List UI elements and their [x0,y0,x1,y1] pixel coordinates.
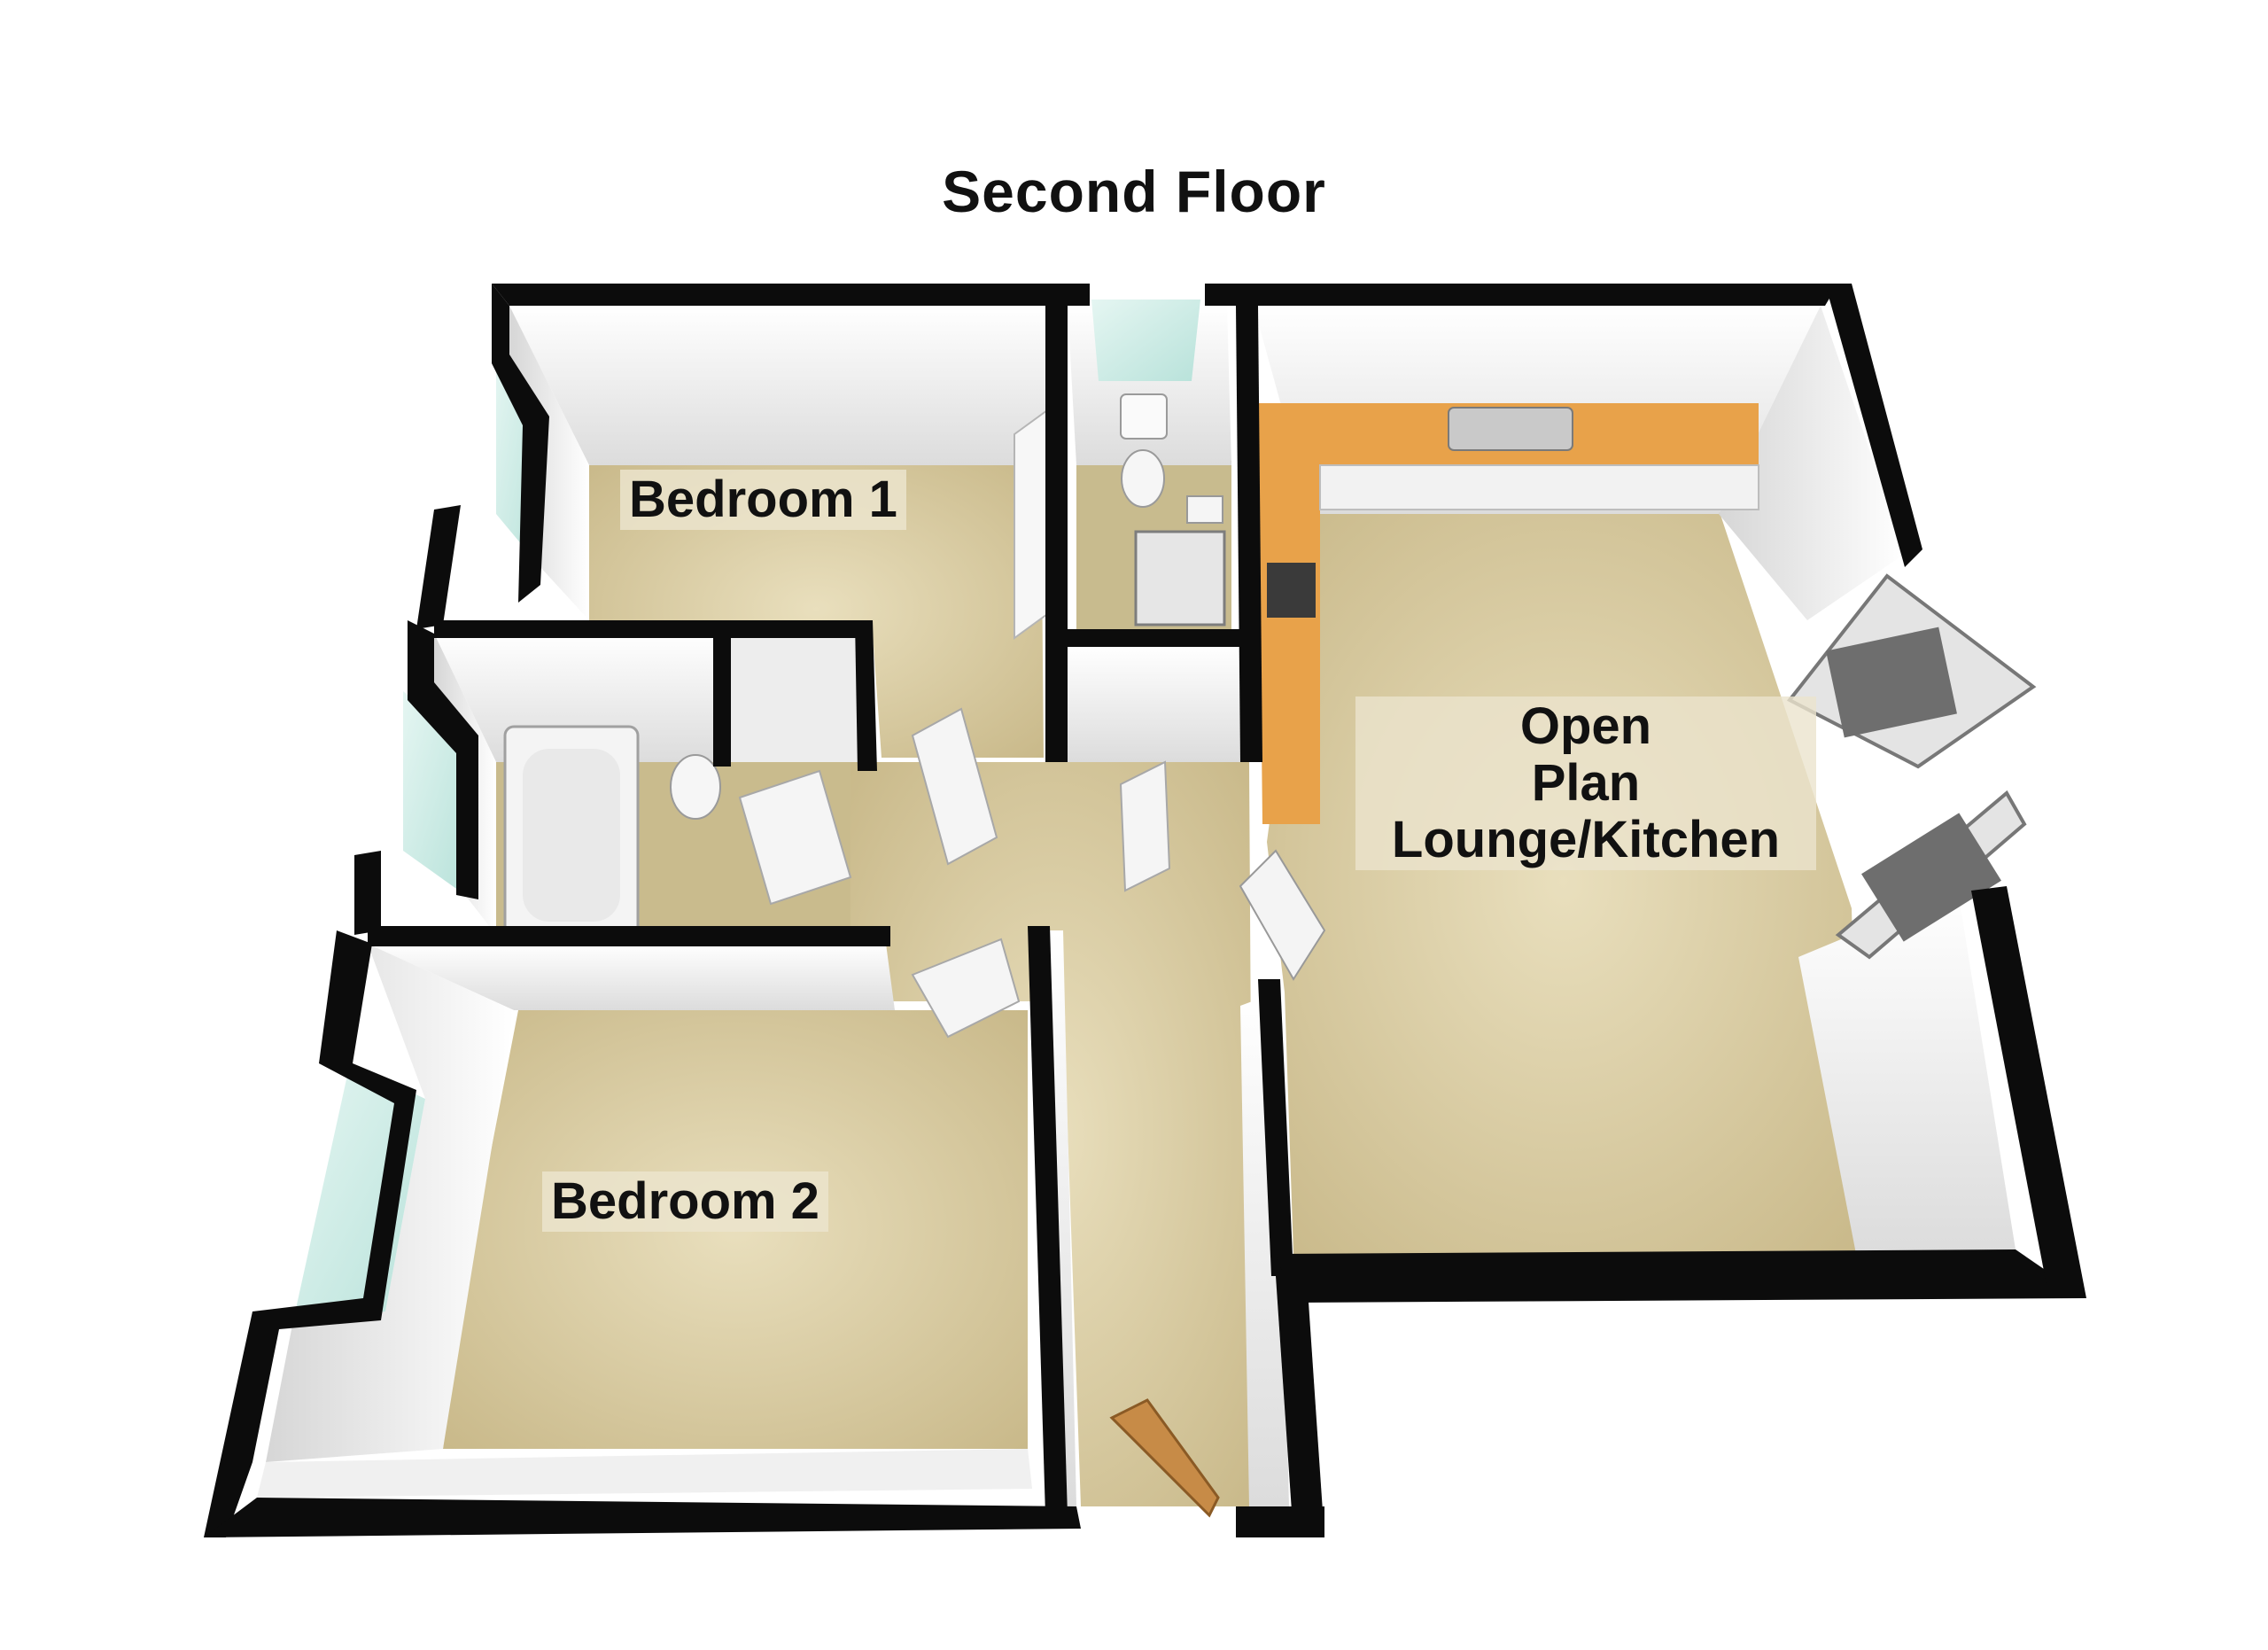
shower-room-window [1091,300,1200,381]
wall-shower-bottom [1045,629,1258,647]
wall-bath-lower [354,851,381,935]
wall-ensuite-divider [713,629,731,767]
hallway-floor [850,762,1254,1506]
lounge-internal-door [1239,849,1326,981]
room-label-lounge-kitchen: Open Plan Lounge/Kitchen [1355,697,1816,870]
room-label-bedroom-2: Bedroom 2 [542,1171,828,1232]
floor-title: Second Floor [942,159,1326,224]
worktop [1258,403,1759,824]
front-door [1109,1398,1220,1518]
wall-bed1-left [492,284,549,603]
wall-bath-bottom [368,926,890,946]
hob-icon [1267,563,1316,618]
wall-bath-top [434,620,873,638]
basin-icon [1186,495,1223,524]
cupboard-wall [1068,647,1249,762]
internal-doors [738,707,1171,1039]
room-label-line: Plan [1531,754,1641,812]
room-label-line: Open [1519,697,1652,755]
bedroom-2-back-wall [368,944,895,1010]
wall-lounge-bottom [1276,1249,2086,1303]
bath-inner-icon [523,749,620,922]
walls [204,284,2086,1537]
shower-tray-icon [1134,530,1226,627]
room-label-bedroom-1: Bedroom 1 [620,470,906,530]
wall-bed1-left-lower [416,505,461,629]
wall-hall-right-bottom [1276,1276,1324,1537]
patio-door-2-glass [1861,813,2001,942]
wall-bed2-left [204,930,416,1537]
wall-lounge-left [1258,979,1293,1276]
sink-icon [1448,407,1573,451]
wall-bath-right [855,620,877,771]
lounge-right-lower-wall [1798,891,2016,1254]
door-bathroom [738,769,852,906]
wall-shower-right [1236,306,1262,762]
lounge-kitchen [1239,306,2037,1254]
bathroom-toilet-icon [670,754,721,820]
en-suite-wall [722,634,864,762]
door-bedroom-2 [911,938,1021,1039]
patio-door-1-glass [1826,627,1957,738]
kitchen-cabinets [1319,464,1759,510]
wall-bed2-right [1028,926,1068,1515]
wall-top-left [492,284,1090,306]
wall-bed1-right [1045,306,1068,762]
bedroom-1-back-wall [509,306,1059,465]
wall-lounge-right [1825,284,1922,567]
bedroom-1-floor [589,461,1044,758]
bedroom-1-left-wall [509,306,589,620]
door-bedroom-1 [911,707,998,866]
bedroom-2-bottom-wall [257,1449,1032,1498]
room-label-line: Lounge/Kitchen [1391,811,1781,868]
cupboard [1068,647,1249,762]
toilet-icon [1121,449,1165,508]
wall-bath-left [408,620,478,899]
wall-bottom-left [204,1498,1081,1537]
wall-lounge-right-lower [1971,886,2086,1298]
wall-top-right [1205,284,1838,306]
bedroom-2-left-wall [266,944,514,1462]
door-cupboard [1119,760,1171,892]
cistern-icon [1120,393,1168,440]
lounge-floor [1267,510,1860,1254]
lounge-right-wall [1719,306,1905,620]
